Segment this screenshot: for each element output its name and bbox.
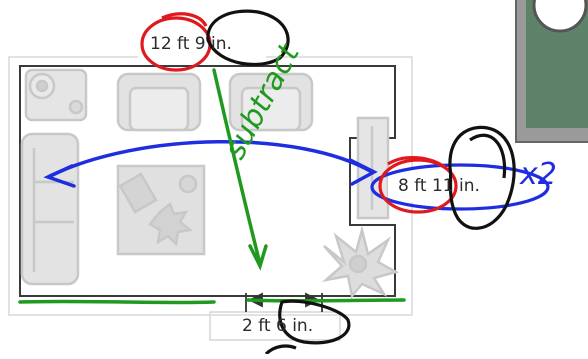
bottom-jog-dimension: 2 ft 6 in. <box>242 316 314 336</box>
blue-arrow-annotation <box>43 139 550 211</box>
multiply-note: x2 <box>520 157 557 192</box>
armchair-icon <box>116 72 202 132</box>
red-circle-annotation <box>140 12 458 214</box>
top-wall-dimension: 12 ft 9 in. <box>150 34 232 54</box>
armchair-icon <box>228 72 314 132</box>
alcove-dimension: 8 ft 11 in. <box>398 176 480 196</box>
black-circle-annotation <box>206 9 516 356</box>
corner-picture-panel <box>515 0 588 143</box>
green-annotation <box>18 68 406 305</box>
sofa-icon <box>20 132 80 286</box>
plant-icon <box>321 225 400 299</box>
alcove-dimension-backdrop <box>388 168 496 202</box>
coffee-table-icon <box>116 164 206 256</box>
top-dimension-backdrop <box>138 28 266 60</box>
